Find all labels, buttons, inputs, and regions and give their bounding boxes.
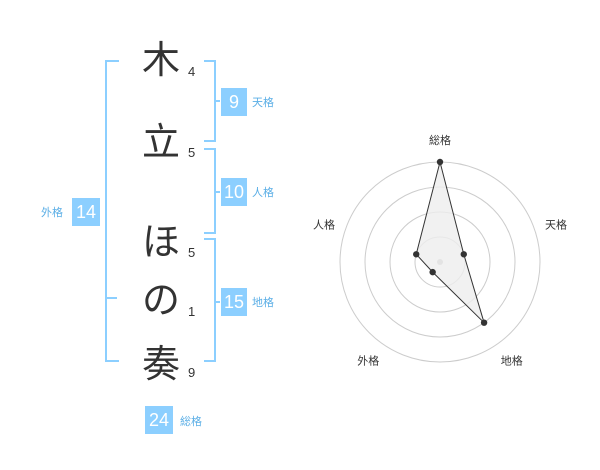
radar-point-3 (429, 268, 436, 276)
radar-axis-label-0: 総格 (429, 133, 451, 147)
radar-polygon (415, 161, 485, 324)
stroke-count-4: 1 (188, 304, 196, 319)
gaikaku-bracket (105, 60, 119, 362)
jinkaku-value-badge: 10 (221, 178, 247, 206)
radar-axis-label-2: 地格 (501, 354, 523, 368)
name-char-2: 立 (141, 120, 180, 164)
tenkaku-value-badge: 9 (221, 88, 247, 116)
radar-axis-label-1: 天格 (545, 217, 567, 231)
gaikaku-bracket-tick (105, 297, 117, 299)
name-char-5: 奏 (141, 342, 180, 386)
radar-point-1 (460, 251, 467, 258)
radar-axis-label-4: 人格 (313, 217, 335, 231)
soukaku-label: 総格 (180, 415, 202, 428)
chikaku-value-badge: 15 (221, 288, 247, 316)
radar-point-4 (413, 251, 420, 258)
soukaku-value-badge: 24 (145, 406, 173, 434)
name-char-3: ほ (141, 220, 180, 264)
radar-point-2 (480, 319, 488, 326)
chikaku-bracket (204, 238, 216, 362)
tenkaku-connector (214, 100, 220, 102)
chikaku-label: 地格 (252, 296, 274, 309)
radar-point-0 (436, 158, 444, 166)
jinkaku-connector (214, 191, 220, 193)
radar-axis-label-3: 外格 (357, 354, 379, 368)
gaikaku-value-badge: 14 (72, 198, 100, 226)
name-char-4: の (141, 278, 180, 322)
stroke-count-3: 5 (188, 245, 196, 260)
tenkaku-label: 天格 (252, 96, 274, 109)
stroke-count-1: 4 (188, 64, 196, 79)
stroke-count-2: 5 (188, 145, 196, 160)
gaikaku-label: 外格 (41, 206, 63, 219)
stroke-count-5: 9 (188, 365, 196, 380)
jinkaku-label: 人格 (252, 186, 274, 199)
chikaku-connector (214, 301, 220, 303)
name-char-1: 木 (141, 38, 180, 82)
